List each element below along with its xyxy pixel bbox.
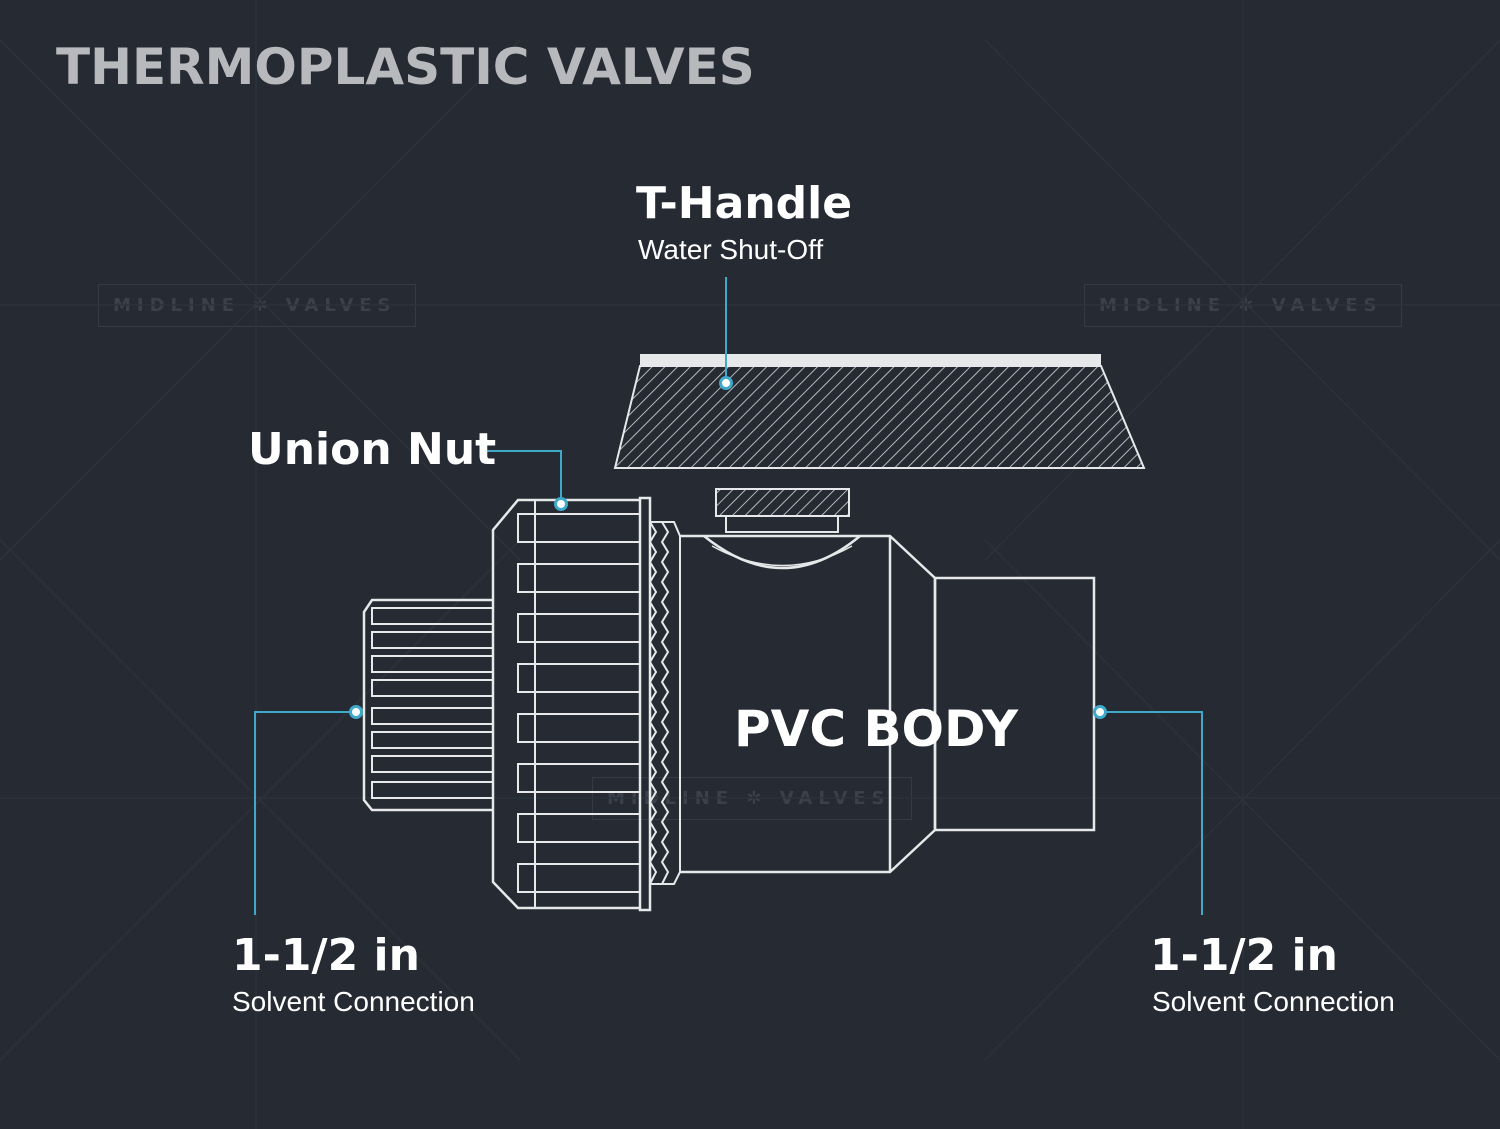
right-connection-callout-dot [1093, 705, 1107, 719]
left-connection-label: 1-1/2 in [232, 930, 420, 981]
left-connection-sublabel: Solvent Connection [232, 986, 475, 1017]
callout-dots [349, 376, 1107, 719]
t-handle-shape [613, 354, 1146, 533]
t-handle-label: T-Handle [636, 178, 853, 229]
pvc-body-label: PVC BODY [734, 700, 1019, 758]
left-tail-shape [362, 598, 494, 812]
left-connection-callout-dot [349, 705, 363, 719]
page-title: THERMOPLASTIC VALVES [56, 38, 755, 96]
union-nut-callout-dot [554, 497, 568, 511]
stem-collar [703, 535, 861, 570]
union-nut-shape [491, 496, 652, 912]
thread-ring [648, 521, 681, 885]
right-connection-sublabel: Solvent Connection [1152, 986, 1395, 1017]
t-handle-callout-dot [719, 376, 733, 390]
pvc-body-shape [680, 534, 1096, 874]
union-nut-label: Union Nut [248, 424, 497, 475]
t-handle-sublabel: Water Shut-Off [638, 234, 824, 265]
callout-lines [254, 277, 1203, 915]
right-connection-label: 1-1/2 in [1150, 930, 1338, 981]
